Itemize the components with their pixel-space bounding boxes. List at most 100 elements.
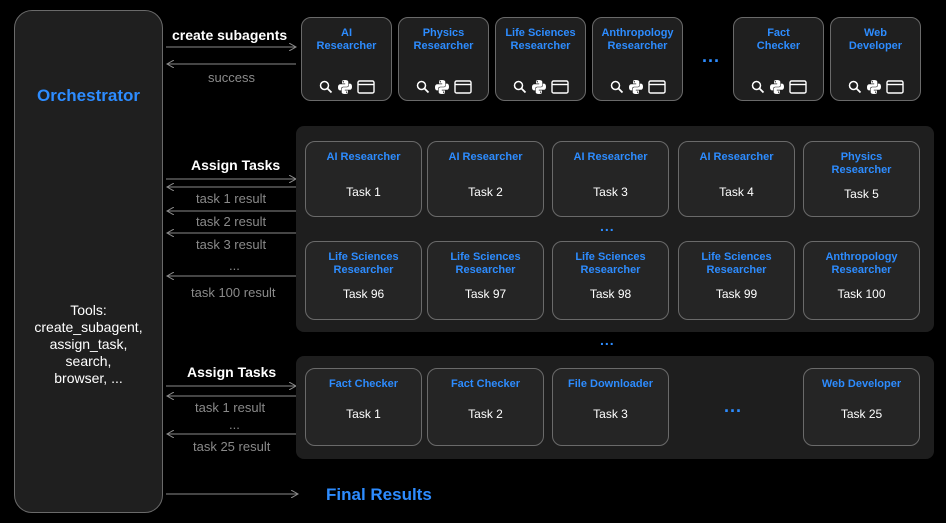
task-label: Task 1 xyxy=(346,185,381,199)
subagent-name-line: Researcher xyxy=(607,40,668,52)
task-label: Task 97 xyxy=(464,287,507,301)
task-label: Task 5 xyxy=(844,187,879,201)
task-agent-role-line: Life Sciences xyxy=(328,251,399,263)
task-agent-role-line: Researcher xyxy=(455,264,516,276)
task-agent-role: AI Researcher xyxy=(679,151,794,164)
task-agent-role-line: Researcher xyxy=(333,264,394,276)
python-icon xyxy=(531,79,547,95)
round1-assign-label: Assign Tasks xyxy=(191,157,281,173)
python-icon xyxy=(769,79,785,95)
subagent-name-line: Life Sciences xyxy=(505,27,576,39)
task-agent-role-line: Researcher xyxy=(831,264,892,276)
subagent-tools xyxy=(593,79,682,95)
result-label: task 1 result xyxy=(196,191,267,206)
task-agent-role-line: File Downloader xyxy=(568,378,653,390)
rows-ellipsis: ... xyxy=(600,218,615,234)
subagent-name-line: Physics xyxy=(422,27,465,39)
task-label: Task 4 xyxy=(719,185,754,199)
result-label: ... xyxy=(229,258,240,273)
subagent-tools xyxy=(399,79,488,95)
result-label: task 3 result xyxy=(196,237,267,252)
subagent-name-line: Fact xyxy=(767,27,790,39)
task-agent-role-line: Researcher xyxy=(706,264,767,276)
tools-line: create_subagent, xyxy=(34,319,143,335)
task-agent-role-line: AI Researcher xyxy=(573,151,648,163)
search-icon xyxy=(513,80,527,94)
subagent-name-line: Researcher xyxy=(316,40,377,52)
round2-ellipsis: ... xyxy=(724,396,743,416)
task-agent-role: Web Developer xyxy=(804,378,919,391)
subagent-name-line: AI xyxy=(341,27,352,39)
task-label: Task 98 xyxy=(589,287,632,301)
orchestrator-title: Orchestrator xyxy=(37,86,140,105)
task-agent-role: Fact Checker xyxy=(306,378,421,391)
subagent-tools xyxy=(302,79,391,95)
subagent-name-line: Developer xyxy=(848,40,903,52)
result-label: task 100 result xyxy=(191,285,276,300)
task-agent-role-line: Researcher xyxy=(580,264,641,276)
search-icon xyxy=(751,80,765,94)
tools-line: browser, ... xyxy=(54,370,123,386)
task-agent-role: AI Researcher xyxy=(306,151,421,164)
task-agent-role: AI Researcher xyxy=(428,151,543,164)
final-results-label: Final Results xyxy=(326,485,432,504)
subagent-tools xyxy=(496,79,585,95)
python-icon xyxy=(628,79,644,95)
tools-line: search, xyxy=(65,353,112,369)
python-icon xyxy=(337,79,353,95)
create-subagents-label: create subagents xyxy=(172,27,288,43)
search-icon xyxy=(610,80,624,94)
search-icon xyxy=(848,80,862,94)
subagent-name-line: Anthropology xyxy=(601,27,674,39)
task-label: Task 99 xyxy=(715,287,758,301)
task-agent-role-line: Physics xyxy=(840,151,883,163)
result-label: task 2 result xyxy=(196,214,267,229)
task-agent-role: Fact Checker xyxy=(428,378,543,391)
browser-window-icon xyxy=(453,80,472,94)
subagent-name-line: Web xyxy=(863,27,888,39)
tools-line: Tools: xyxy=(70,302,107,318)
between-rounds-ellipsis: ... xyxy=(600,332,615,348)
task-label: Task 96 xyxy=(342,287,385,301)
task-agent-role-line: AI Researcher xyxy=(699,151,774,163)
task-agent-role-line: Fact Checker xyxy=(450,378,521,390)
browser-window-icon xyxy=(885,80,904,94)
task-agent-role-line: Life Sciences xyxy=(575,251,646,263)
task-label: Task 2 xyxy=(468,185,503,199)
task-label: Task 3 xyxy=(593,407,628,421)
task-agent-role-line: Web Developer xyxy=(821,378,902,390)
subagent-tools xyxy=(831,79,920,95)
task-label: Task 100 xyxy=(837,287,886,301)
task-agent-role: AI Researcher xyxy=(553,151,668,164)
result-label: task 1 result xyxy=(195,400,266,415)
task-agent-role-line: AI Researcher xyxy=(448,151,523,163)
tools-line: assign_task, xyxy=(49,336,128,352)
subagent-name-line: Researcher xyxy=(510,40,571,52)
task-agent-role-line: Life Sciences xyxy=(701,251,772,263)
